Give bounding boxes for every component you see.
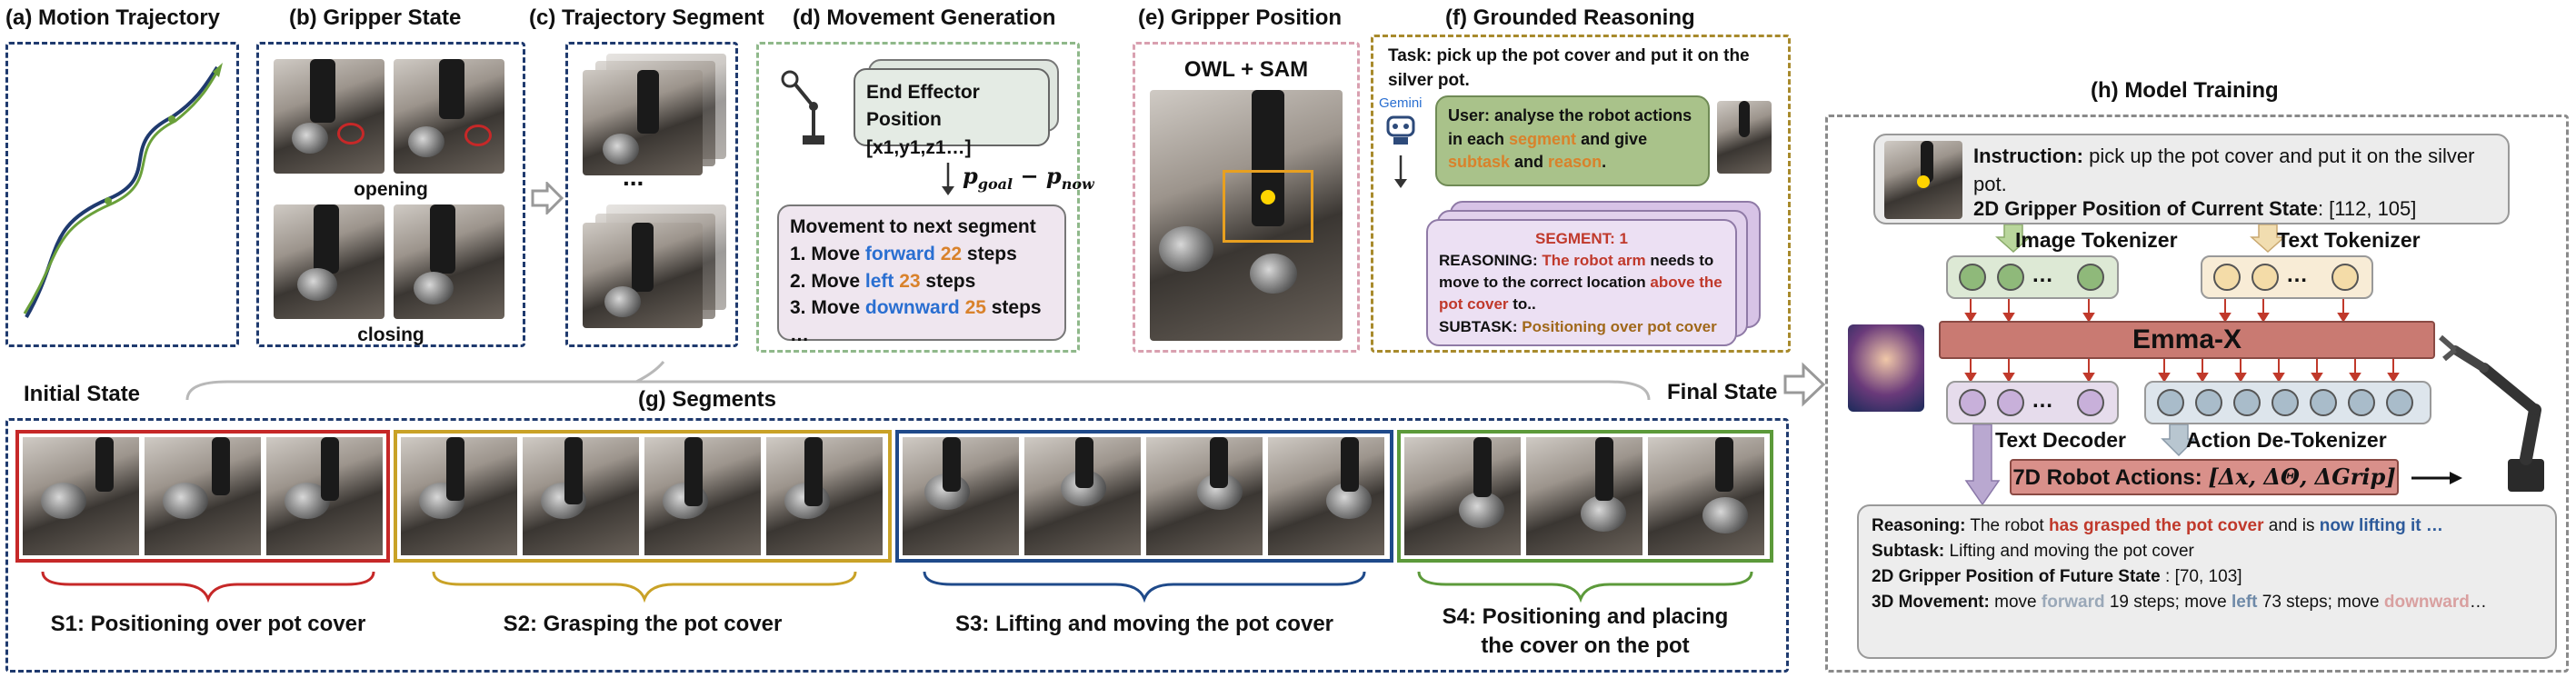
end-effector-value: [x1,y1,z1…]	[866, 136, 972, 158]
text-tokenizer-arrow-icon	[2250, 224, 2286, 254]
segment-s3-label: S3: Lifting and moving the pot cover	[954, 612, 1333, 636]
reasoning-task: Task: pick up the pot cover and put it o…	[1388, 46, 1750, 90]
output-future-position: 2D Gripper Position of Future State : [7…	[1872, 567, 2242, 587]
movement-generation-panel: End Effector Position [x1,y1,z1…] pgoal …	[756, 42, 1094, 353]
movement-step-1: 1. Move forward 22 steps	[790, 243, 1017, 264]
panel-f-title: (f) Grounded Reasoning	[1445, 5, 1695, 30]
emma-x-model: Emma-X	[1939, 321, 2435, 359]
instruction-image	[1884, 141, 1962, 219]
segment-s1-frame	[15, 430, 390, 563]
gripper-closing-label: closing	[357, 324, 424, 345]
text-decoder-label: Text Decoder	[1995, 428, 2127, 452]
gripper-closing-image-2	[394, 204, 504, 319]
arrow-b-to-c-icon	[531, 182, 564, 214]
final-state-label: Final State	[1667, 380, 1778, 404]
gripper-opening-image-2	[394, 59, 504, 174]
segment-s3-frame	[895, 430, 1393, 563]
grounded-reasoning-panel: Task: pick up the pot cover and put it o…	[1371, 35, 1791, 353]
motion-trajectory-panel	[5, 42, 239, 347]
model-training-panel: Instruction: pick up the pot cover and p…	[1825, 115, 2569, 673]
model-output-box: Reasoning: The robot has grasped the pot…	[1857, 504, 2557, 659]
panel-b-title: (b) Gripper State	[289, 5, 462, 30]
initial-state-label: Initial State	[24, 382, 141, 406]
segment-s4-frame	[1397, 430, 1773, 563]
segment-reasoning-box: SEGMENT: 1 REASONING: The robot arm need…	[1426, 219, 1737, 346]
movement-step-2: 2. Move left 23 steps	[790, 270, 976, 292]
segment-braces	[41, 571, 1753, 603]
gemini-label: Gemini	[1379, 95, 1423, 111]
gripper-position-image	[1150, 90, 1343, 341]
movement-formula: pgoal − pnow	[963, 163, 1094, 193]
segment-s1-label: S1: Positioning over pot cover	[50, 612, 366, 636]
gripper-state-panel: opening closing	[256, 42, 525, 347]
segment-header: SEGMENT: 1	[1534, 230, 1629, 247]
segment-stack-top	[583, 70, 703, 175]
robot-arm-icon	[781, 70, 824, 145]
trajectory-curve	[23, 63, 223, 318]
image-tokenizer-label: Image Tokenizer	[2015, 228, 2178, 252]
panel-g-title: (g) Segments	[638, 387, 777, 412]
robot-arm-image	[2439, 334, 2544, 492]
user-prompt-text: User: analyse the robot actions in each …	[1448, 106, 1692, 172]
instruction-text: Instruction: pick up the pot cover and p…	[1973, 145, 2475, 195]
robot-actions-box: 7D Robot Actions: [Δx, ΔΘ, ΔGrip]	[2010, 459, 2399, 495]
gripper-position-panel: OWL + SAM	[1133, 42, 1360, 353]
panel-d-title: (d) Movement Generation	[793, 5, 1056, 30]
segment-s2-frame	[394, 430, 892, 563]
end-effector-box: End Effector Position [x1,y1,z1…]	[854, 68, 1050, 158]
segments-panel: S1: Positioning over pot cover S2: Grasp…	[5, 418, 1789, 673]
movement-ellipsis: …	[790, 324, 809, 346]
image-token-row: …	[1946, 255, 2119, 299]
gripper-closing-image-1	[274, 204, 384, 319]
segment-stack-bottom	[583, 223, 703, 328]
gripper-opening-image-1	[274, 59, 384, 174]
text-token-row: …	[2201, 255, 2373, 299]
image-tokenizer-arrow-icon	[1995, 224, 2032, 254]
text-output-token-row: …	[1946, 381, 2119, 424]
current-position-text: 2D Gripper Position of Current State: [1…	[1973, 197, 2417, 220]
movement-next-title: Movement to next segment	[790, 216, 1036, 237]
arrow-to-training-icon	[1783, 362, 1826, 407]
action-output-token-row	[2144, 381, 2431, 424]
token-to-model-arrows	[1964, 299, 2350, 323]
gemini-robot-icon	[1386, 115, 1415, 145]
user-prompt-box: User: analyse the robot actions in each …	[1435, 95, 1710, 186]
movement-next-box: Movement to next segment 1. Move forward…	[777, 204, 1066, 345]
owl-sam-label: OWL + SAM	[1183, 57, 1309, 82]
text-decoder-arrow-icon	[1964, 424, 2001, 506]
segments-bracket	[185, 361, 1651, 401]
segment-s2-label: S2: Grasping the pot cover	[503, 612, 783, 636]
model-output-arrows	[1964, 359, 2400, 383]
actions-to-robot-arrow-icon	[2411, 472, 2462, 484]
action-detokenizer-label: Action De-Tokenizer	[2186, 428, 2387, 452]
instruction-box: Instruction: pick up the pot cover and p…	[1873, 134, 2510, 224]
panel-a-title: (a) Motion Trajectory	[5, 5, 221, 30]
reasoning-thumbnail-image	[1717, 101, 1772, 174]
movement-step-3: 3. Move downward 25 steps	[790, 297, 1042, 319]
segment-s4-label: S4: Positioning and placing the cover on…	[1442, 604, 1729, 659]
text-tokenizer-label: Text Tokenizer	[2277, 228, 2421, 252]
output-reasoning: Reasoning: The robot has grasped the pot…	[1872, 516, 2443, 535]
trajectory-segment-panel: ...	[565, 42, 738, 347]
output-subtask: Subtask: Lifting and moving the pot cove…	[1872, 542, 2194, 562]
panel-h-title: (h) Model Training	[2091, 78, 2279, 103]
end-effector-title: End Effector Position	[866, 82, 980, 131]
segment-ellipsis: ...	[623, 163, 644, 191]
segment-reasoning-text: REASONING: The robot arm needs to move t…	[1439, 252, 1722, 314]
down-arrow-icon	[942, 163, 954, 195]
panel-c-title: (c) Trajectory Segment	[529, 5, 764, 30]
emma-avatar-image	[1848, 324, 1924, 412]
gripper-opening-label: opening	[354, 179, 428, 200]
panel-e-title: (e) Gripper Position	[1138, 5, 1343, 30]
segment-subtask-text: SUBTASK: Positioning over pot cover	[1439, 317, 1717, 335]
output-3d-movement: 3D Movement: move forward 19 steps; move…	[1872, 593, 2487, 613]
reasoning-down-arrow-icon	[1394, 155, 1407, 188]
action-detokenizer-arrow-icon	[2161, 424, 2197, 457]
